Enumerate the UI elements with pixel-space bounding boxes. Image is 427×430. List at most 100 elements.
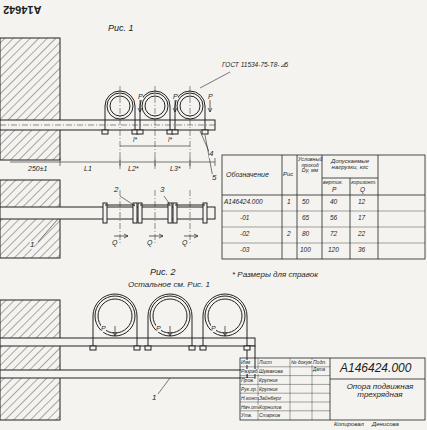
drawing-stroke	[120, 86, 121, 170]
drawing-label: * Размеры для справок	[232, 271, 318, 279]
drawing-label: Остальное см. Рис. 1	[128, 281, 210, 289]
drawing-label: Опора подвижная трехрядная	[340, 383, 420, 400]
table-cell: А146424.000	[224, 199, 263, 206]
pipe-section	[205, 296, 245, 336]
pipe-section	[150, 296, 190, 336]
drawing-label: P	[101, 325, 106, 332]
drawing-label: Q	[182, 239, 187, 246]
drawing-label: Q	[147, 239, 152, 246]
clamp-nut	[138, 203, 142, 223]
drawing-label: 250±1	[28, 165, 47, 172]
table-cell: 2	[287, 231, 291, 238]
drawing-stroke	[102, 130, 108, 134]
u-bolt	[148, 294, 192, 350]
table-cell: 17	[358, 215, 365, 222]
load-arrow	[113, 326, 117, 336]
drawing-label: 2	[114, 186, 118, 194]
table-cell: 72	[330, 231, 337, 238]
drawing-stroke	[137, 130, 143, 134]
drawing-label: Q	[112, 239, 117, 246]
table-cell: 40	[330, 199, 337, 206]
drawing-label: Денисова	[372, 421, 399, 427]
table-cell: 1	[287, 199, 291, 206]
drawing-label: Рук.гр.	[241, 387, 257, 392]
drawing-stroke	[189, 346, 195, 350]
clamp-nut	[203, 203, 207, 223]
drawing-label: P	[332, 187, 336, 194]
drawing-label: Копировал	[334, 421, 364, 427]
drawing-label: Допускаемые нагрузки, кгс	[323, 158, 377, 171]
table-cell: -02	[240, 231, 249, 238]
drawing-label: P	[173, 93, 178, 100]
load-arrow	[149, 234, 163, 238]
table-cell: 36	[358, 247, 365, 254]
drawing-stroke	[172, 130, 178, 134]
drawing-label: Шумакова	[259, 369, 283, 374]
drawing-label: Рис. 1	[108, 24, 134, 33]
table-cell: -01	[240, 215, 249, 222]
table-cell: 22	[358, 231, 365, 238]
drawing-label: P	[208, 93, 213, 100]
drawing-label: Дата	[313, 368, 325, 373]
clamp-nut	[103, 203, 107, 223]
drawing-label: Рис. 2	[150, 268, 176, 277]
drawing-stroke	[202, 130, 208, 134]
load-arrow	[168, 326, 172, 336]
drawing-label: 5	[212, 174, 216, 182]
drawing-label: № докум.	[291, 360, 313, 365]
table-cell: 50	[302, 199, 309, 206]
table-cell: -03	[240, 247, 249, 254]
table-cell: 120	[328, 247, 339, 254]
drawing-label: l*	[168, 137, 172, 144]
clamp-nut	[168, 203, 172, 223]
clamp-nut	[173, 203, 177, 223]
drawing-label: Разраб.	[241, 369, 259, 374]
drawing-label: L1	[84, 165, 92, 172]
load-arrow	[114, 234, 128, 238]
drawing-stroke	[134, 346, 140, 350]
drawing-stroke	[240, 384, 330, 385]
drawing-label: Изм	[241, 360, 250, 365]
drawing-stroke	[240, 402, 330, 403]
drawing-stroke	[155, 86, 156, 170]
drawing-label: А14642	[3, 3, 42, 15]
drawing-label: 1	[30, 241, 34, 249]
drawing-label: Рис	[283, 171, 293, 177]
table-cell: 80	[302, 231, 309, 238]
drawing-label: Старков	[259, 413, 280, 418]
table-cell: 12	[358, 199, 365, 206]
drawing-stroke	[240, 375, 330, 376]
drawing-label: Лист	[259, 360, 272, 365]
drawing-label: Корнилов	[259, 405, 281, 410]
drawing-stroke	[200, 346, 206, 350]
table-cell: 56	[330, 215, 337, 222]
drawing-label: L2*	[128, 165, 139, 172]
table-cell: 100	[300, 247, 311, 254]
drawing-stroke	[90, 346, 96, 350]
drawing-label: L3*	[170, 165, 181, 172]
drawing-label: l*	[133, 137, 137, 144]
drawing-label: ГОСТ 11534-75-Т8-⊿5	[222, 62, 288, 69]
drawing-stroke	[145, 346, 151, 350]
drawing-label: Крупник	[259, 387, 278, 392]
load-arrow	[184, 234, 198, 238]
drawing-label: P	[138, 93, 143, 100]
drawing-label: Зайнберг	[259, 396, 281, 401]
drawing-label: Q	[360, 187, 365, 194]
drawing-label: Крупник	[259, 378, 278, 383]
drawing-label: А146424.000	[340, 362, 411, 375]
drawing-stroke	[190, 190, 191, 245]
drawing-label: P	[156, 325, 161, 332]
drawing-label: 3	[160, 186, 164, 194]
drawing-label: 4	[209, 150, 213, 158]
pipe-section	[95, 296, 135, 336]
drawing-label: 1	[152, 394, 156, 402]
load-arrow	[223, 326, 227, 336]
drawing-label: горизонт.	[351, 180, 376, 186]
u-bolt	[203, 294, 247, 350]
table-cell: 65	[302, 215, 309, 222]
drawing-label: Условный проход Dу, мм	[298, 157, 322, 174]
drawing-label: вертик.	[323, 180, 343, 186]
drawing-stroke	[190, 86, 191, 170]
